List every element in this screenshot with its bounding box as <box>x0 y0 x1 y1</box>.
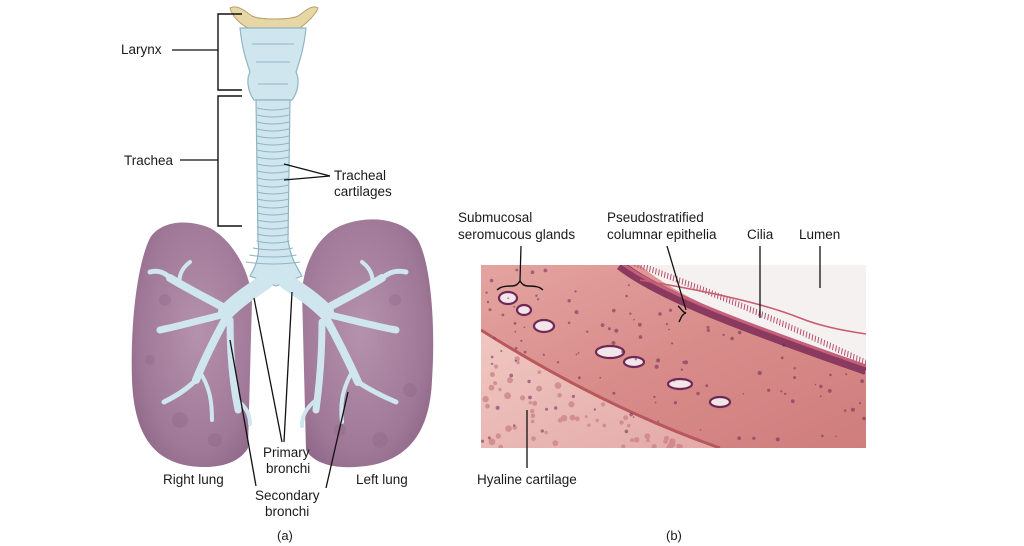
label-trachea: Trachea <box>124 153 174 168</box>
secondary-bronchi-leader-1 <box>229 339 257 487</box>
pseudostratified-leader <box>666 245 687 311</box>
tracheal-rings <box>245 107 301 265</box>
right-lung <box>131 222 252 468</box>
trachea-bracket <box>217 95 242 227</box>
primary-bronchi-leader-1 <box>253 297 283 443</box>
label-submucosal-2: seromucous glands <box>458 227 575 242</box>
label-submucosal-1: Submucosal <box>458 210 532 225</box>
caption-a: (a) <box>277 528 293 543</box>
label-lumen: Lumen <box>799 227 840 242</box>
label-primary-bronchi-1: Primary <box>263 445 310 460</box>
label-tracheal-cartilages-2: cartilages <box>334 184 392 199</box>
label-right-lung: Right lung <box>163 472 224 487</box>
label-primary-bronchi-2: bronchi <box>266 461 310 476</box>
larynx-bracket <box>217 13 242 91</box>
epithelium-layer <box>616 265 866 375</box>
caption-b: (b) <box>666 528 682 543</box>
bronchial-tree <box>147 260 409 428</box>
primary-bronchi-leader-2 <box>283 291 293 443</box>
micrograph <box>481 265 866 448</box>
label-secondary-bronchi-2: bronchi <box>265 504 309 519</box>
left-lung <box>302 219 434 468</box>
tracheal-cartilage-leader-1 <box>283 163 331 177</box>
trachea-shape <box>249 99 303 287</box>
panel-a-illustration: Larynx Trachea Tracheal cartilages Prima… <box>121 6 434 543</box>
pseudostratified-bracket <box>677 305 687 323</box>
label-hyaline-cartilage: Hyaline cartilage <box>477 472 577 487</box>
larynx-shape <box>239 27 307 101</box>
cilia-fringe <box>631 265 866 366</box>
submucosal-leader <box>519 245 522 282</box>
hyoid-bone <box>229 6 319 32</box>
label-left-lung: Left lung <box>356 472 408 487</box>
label-secondary-bronchi-1: Secondary <box>255 488 320 503</box>
lung-texture <box>145 294 417 448</box>
label-pseudostratified-2: columnar epithelia <box>607 227 717 242</box>
label-cilia: Cilia <box>747 227 774 242</box>
label-pseudostratified-1: Pseudostratified <box>607 210 704 225</box>
label-tracheal-cartilages-1: Tracheal <box>334 168 386 183</box>
label-larynx: Larynx <box>121 42 162 57</box>
secondary-bronchi-leader-2 <box>325 391 349 489</box>
panel-b-micrograph-area: Submucosal seromucous glands Pseudostrat… <box>458 210 866 543</box>
tracheal-cartilage-leader-2 <box>283 175 331 181</box>
